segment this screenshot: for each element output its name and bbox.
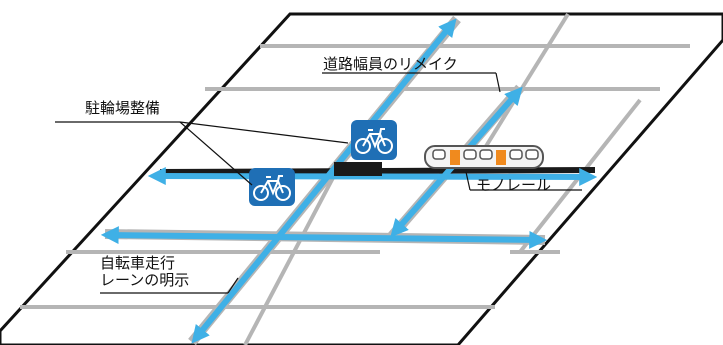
label-monorail: モノレール <box>476 176 551 194</box>
bicycle-icon <box>351 120 397 160</box>
leader-bicycle-parking-b <box>179 121 349 144</box>
label-bike-lane-line1: 自転車走行 <box>100 254 175 272</box>
bike-lane-horizontal-upper <box>147 167 598 186</box>
leader-road-widening-tip <box>495 72 501 93</box>
label-bike-lane-line2: レーンの明示 <box>100 271 189 289</box>
leader-bicycle-parking-c <box>179 121 253 186</box>
label-road-widening: 道路幅員のリメイク <box>323 55 458 73</box>
leader-bike-lane-tip <box>227 277 239 294</box>
label-bicycle-parking: 駐輪場整備 <box>85 99 160 117</box>
leader-monorail-tip <box>465 171 471 191</box>
bike-lane-horizontal-lower <box>100 226 548 249</box>
monorail-train-icon <box>424 145 544 169</box>
bicycle-icon <box>249 168 295 206</box>
bicycle-parking-block <box>334 162 382 176</box>
